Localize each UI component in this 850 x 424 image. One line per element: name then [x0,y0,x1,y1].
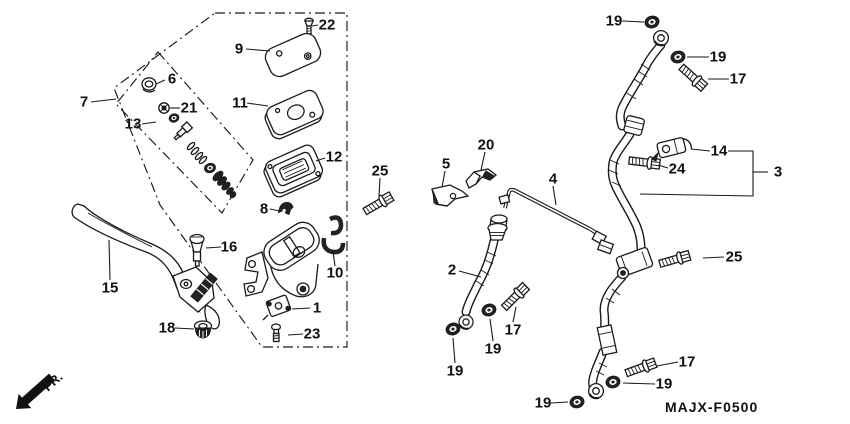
reservoir-diaphragm [263,144,324,198]
leader-line-24 [657,164,669,169]
banjo-bolt-17-top-right [676,61,710,93]
part-label-17: 17 [730,71,747,88]
reservoir-cover [264,32,322,78]
leader-line-16 [205,246,222,249]
part-label-19: 19 [485,341,502,358]
flange-bolt-25-left [361,189,396,218]
brake-lever [71,203,221,330]
sealing-washer-19-bottom-b [568,394,586,410]
part-label-5: 5 [442,156,450,173]
part-label-3: 3 [774,164,782,181]
part-label-1: 1 [313,300,321,317]
sealing-washer-19-top-a [643,14,661,30]
sealing-washer-19-bottom-a [604,374,622,390]
banjo-bolt-17-bottom-right [623,356,659,380]
part-label-19: 19 [447,363,464,380]
flange-bolt-25-right [657,248,692,271]
brake-switch-bracket [262,294,292,321]
leader-line-19 [621,20,645,23]
sealing-washer-19-top-b [669,49,687,65]
handlebar-clamp [321,215,346,255]
leader-line-22 [311,24,319,27]
hose-clip [277,202,294,216]
leader-line-4 [552,185,557,206]
leader-line-25 [378,177,381,197]
part-label-19: 19 [656,376,673,393]
leader-line-17 [656,361,679,367]
part-label-4: 4 [549,171,558,188]
lever-pivot-nut [193,320,213,339]
hose-bracket [431,184,470,207]
part-label-18: 18 [159,320,176,337]
leader-line-7 [90,98,117,103]
part-label-16: 16 [221,239,238,256]
star-washer [158,102,170,114]
lever-pivot-bolt [189,233,205,267]
part-label-25: 25 [726,249,743,266]
pipe-clip [465,168,498,189]
leader-line-20 [480,151,486,171]
part-label-13: 13 [125,116,142,133]
part-label-14: 14 [711,143,728,160]
group-outline-master-cylinder [113,12,348,348]
leader-line-2 [458,270,482,278]
diagram-code: MAJX-F0500 [665,399,758,415]
label-3-bracket [639,150,768,197]
front-brake-hose-main [587,29,670,400]
leader-line-11 [246,102,269,107]
leader-line-12 [315,157,326,162]
part-label-12: 12 [326,149,343,166]
part-label-9: 9 [235,41,243,58]
fr-direction-arrow: FR. [16,369,66,409]
leader-line-25 [702,256,725,259]
leader-line-19 [622,382,656,385]
master-cylinder-body [243,221,320,298]
part-label-17: 17 [679,354,696,371]
leader-line-18 [174,327,195,330]
switch-screw [270,323,282,343]
brake-pipe [498,187,608,246]
leader-line-19 [452,337,456,364]
leader-line-10 [332,251,336,267]
piston-cup-bushing [141,77,157,93]
part-label-22: 22 [319,17,336,34]
part-label-20: 20 [478,137,495,154]
front-brake-hose-lower [457,214,508,331]
part-label-21: 21 [181,100,198,117]
part-label-23: 23 [304,326,321,343]
leader-line-15 [108,239,111,281]
part-label-6: 6 [168,71,176,88]
part-label-25: 25 [372,163,389,180]
part-label-8: 8 [260,201,268,218]
leader-line-8 [269,208,281,212]
leader-line-1 [291,307,311,310]
leader-line-17 [512,306,517,323]
master-piston-kit [167,112,237,199]
leader-line-13 [141,121,157,125]
leader-line-9 [245,48,271,52]
part-label-19: 19 [535,395,552,412]
part-label-24: 24 [669,161,686,178]
part-label-11: 11 [232,95,248,112]
leader-line-19 [550,401,569,404]
part-label-7: 7 [80,94,88,111]
part-label-10: 10 [327,265,344,282]
sealing-washer-19-mid-upper [480,301,498,319]
banjo-bolt-17-middle [499,280,532,313]
part-label-2: 2 [448,262,456,279]
reservoir-cover-plate [264,89,324,140]
part-label-17: 17 [505,322,522,339]
hose-clamp-14 [651,137,693,162]
leader-line-23 [287,333,304,336]
leader-line-14 [690,148,711,152]
leader-line-19 [489,318,494,342]
part-label-19: 19 [710,49,727,66]
leader-line-6 [155,79,166,85]
part-label-15: 15 [102,280,119,297]
leader-line-5 [441,170,446,188]
part-label-19: 19 [606,13,623,30]
fr-label: FR. [40,369,66,394]
